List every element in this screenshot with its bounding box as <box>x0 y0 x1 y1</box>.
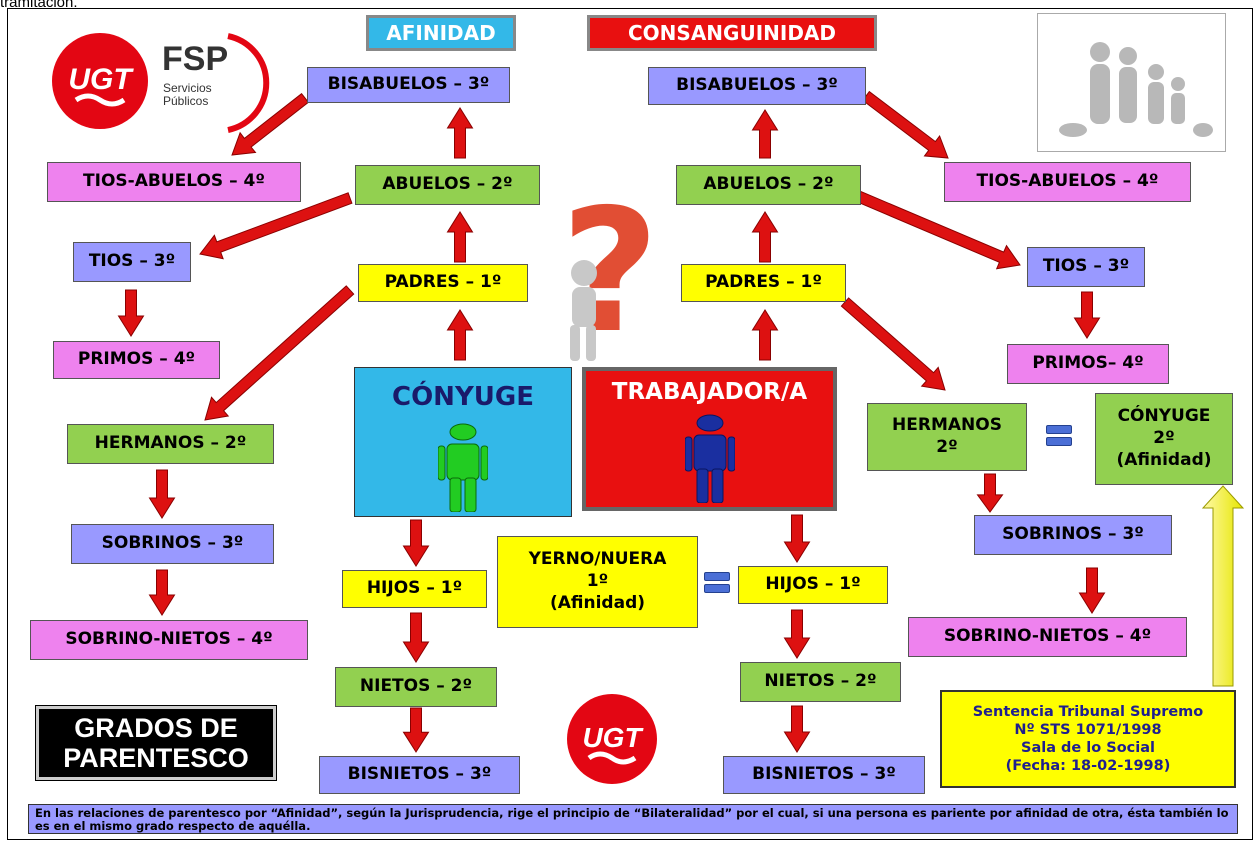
affinity-padres: PADRES – 1º <box>358 264 528 302</box>
sentencia-line1: Sentencia Tribunal Supremo <box>972 704 1204 720</box>
conyuge-box: CÓNYUGE <box>354 367 572 517</box>
arrow-sobrinos-to-sobrinonietos-left <box>148 569 176 616</box>
arrow-abuelos-to-tios-left <box>199 192 353 260</box>
arrow-tios-to-primos-right <box>1073 291 1101 339</box>
bilateralidad-note: En las relaciones de parentesco por “Afi… <box>28 804 1238 834</box>
equals-icon-yerno <box>704 572 730 596</box>
consang-primos: PRIMOS– 4º <box>1007 344 1169 384</box>
arrow-padres-to-hermanos-left <box>204 285 355 421</box>
arrow-nietos-to-bisnietos-right <box>783 705 811 753</box>
yerno-line2: 1º <box>586 571 609 592</box>
consang-sobrinos: SOBRINOS – 3º <box>974 515 1172 555</box>
sentencia-line2: Nº STS 1071/1998 <box>1014 722 1162 738</box>
arrow-conyuge-to-padres <box>446 309 474 361</box>
arrow-trabajador-to-hijos <box>783 514 811 563</box>
affinity-abuelos: ABUELOS – 2º <box>355 165 540 205</box>
trabajador-box: TRABAJADOR/A <box>582 367 837 511</box>
grados-line2: PARENTESCO <box>63 743 249 773</box>
yerno-nuera-box: YERNO/NUERA 1º (Afinidad) <box>497 536 698 628</box>
arrow-bisabuelos-to-tiosabuelos-left <box>231 92 310 156</box>
ugt-fsp-logo: UGT FSP Servicios Públicos <box>52 33 270 133</box>
header-consanguinidad: CONSANGUINIDAD <box>587 15 877 51</box>
arrow-tios-to-primos-left <box>117 289 145 337</box>
arrow-padres-to-abuelos-right <box>751 211 779 263</box>
arrow-padres-to-abuelos-left <box>446 211 474 263</box>
sentencia-line4: (Fecha: 18-02-1998) <box>1005 758 1171 774</box>
consang-bisnietos: BISNIETOS – 3º <box>723 756 925 794</box>
consang-nietos: NIETOS – 2º <box>740 662 901 702</box>
grados-line1: GRADOS DE <box>74 713 238 743</box>
affinity-sobrino-nietos: SOBRINO-NIETOS – 4º <box>30 620 308 660</box>
fsp-sub1: Servicios <box>163 81 212 95</box>
fsp-sub2: Públicos <box>163 94 208 108</box>
consang-hijos: HIJOS – 1º <box>738 566 888 604</box>
arrow-bisabuelos-to-tiosabuelos-right <box>862 90 949 159</box>
consang-hermanos-line1: HERMANOS <box>892 415 1002 436</box>
consang-sobrino-nietos: SOBRINO-NIETOS – 4º <box>908 617 1187 657</box>
consang-tios: TIOS – 3º <box>1027 247 1145 287</box>
thinking-question-mark-image: ? <box>561 195 660 370</box>
header-afinidad: AFINIDAD <box>366 15 516 51</box>
arrow-hijos-to-nietos-left <box>402 612 430 663</box>
arrow-hermanos-to-sobrinos-left <box>148 469 176 519</box>
family-figures-image <box>1037 13 1226 152</box>
ugt-center-logo: UGT <box>567 694 657 784</box>
arrow-hermanos-to-sobrinos-right <box>976 473 1004 513</box>
consang-bisabuelos: BISABUELOS – 3º <box>648 67 866 105</box>
arrow-abuelos-to-bisabuelos-right <box>751 109 779 159</box>
affinity-tios-abuelos: TIOS-ABUELOS – 4º <box>47 162 301 202</box>
person-icon-green <box>438 423 488 512</box>
affinity-hermanos: HERMANOS – 2º <box>67 424 274 464</box>
arrow-abuelos-to-tios-right <box>852 189 1021 270</box>
consang-hermanos-line2: 2º <box>936 437 958 457</box>
affinity-sobrinos: SOBRINOS – 3º <box>71 524 274 564</box>
affinity-bisabuelos: BISABUELOS – 3º <box>307 67 510 103</box>
equals-icon-hermanos <box>1046 425 1072 449</box>
sentencia-line3: Sala de lo Social <box>1021 740 1155 756</box>
grados-de-parentesco-title: GRADOS DE PARENTESCO <box>35 705 277 781</box>
arrow-sobrinos-to-sobrinonietos-right <box>1078 567 1106 614</box>
affinity-nietos: NIETOS – 2º <box>335 667 497 707</box>
yerno-line3: (Afinidad) <box>549 592 646 613</box>
arrow-padres-to-hermanos-right <box>840 297 946 391</box>
conyuge-hermano-box: CÓNYUGE 2º (Afinidad) <box>1095 393 1233 485</box>
conyuge-hermano-line2: 2º <box>1153 428 1175 449</box>
arrow-conyuge-to-hijos <box>402 519 430 567</box>
person-icon-blue <box>684 414 735 503</box>
arrow-nietos-to-bisnietos-left <box>402 707 430 753</box>
arrow-trabajador-to-padres <box>751 309 779 361</box>
arrow-hijos-to-nietos-right <box>783 609 811 659</box>
consang-abuelos: ABUELOS – 2º <box>676 165 861 205</box>
arrow-group <box>117 90 1106 753</box>
consang-padres: PADRES – 1º <box>681 264 846 302</box>
conyuge-hermano-line3: (Afinidad) <box>1116 449 1212 470</box>
yellow-up-arrow <box>1201 485 1245 687</box>
ugt-logo-text: UGT <box>68 63 134 96</box>
affinity-primos: PRIMOS – 4º <box>53 341 220 379</box>
affinity-bisnietos: BISNIETOS – 3º <box>319 756 520 794</box>
trabajador-label: TRABAJADOR/A <box>611 379 808 405</box>
arrow-abuelos-to-bisabuelos-left <box>446 107 474 159</box>
cut-off-top-text: tramitación. <box>0 0 78 11</box>
diagram-frame <box>7 8 1253 840</box>
conyuge-hermano-line1: CÓNYUGE <box>1117 406 1211 427</box>
consang-hermanos: HERMANOS 2º <box>867 403 1027 471</box>
fsp-logo-text: FSP <box>162 40 228 78</box>
affinity-hijos: HIJOS – 1º <box>342 570 487 608</box>
ugt-center-text: UGT <box>582 722 644 753</box>
affinity-tios: TIOS – 3º <box>73 242 191 282</box>
sentencia-box: Sentencia Tribunal Supremo Nº STS 1071/1… <box>940 690 1236 788</box>
yerno-line1: YERNO/NUERA <box>528 549 667 570</box>
conyuge-label: CÓNYUGE <box>392 382 534 412</box>
consang-tios-abuelos: TIOS-ABUELOS – 4º <box>944 162 1191 202</box>
